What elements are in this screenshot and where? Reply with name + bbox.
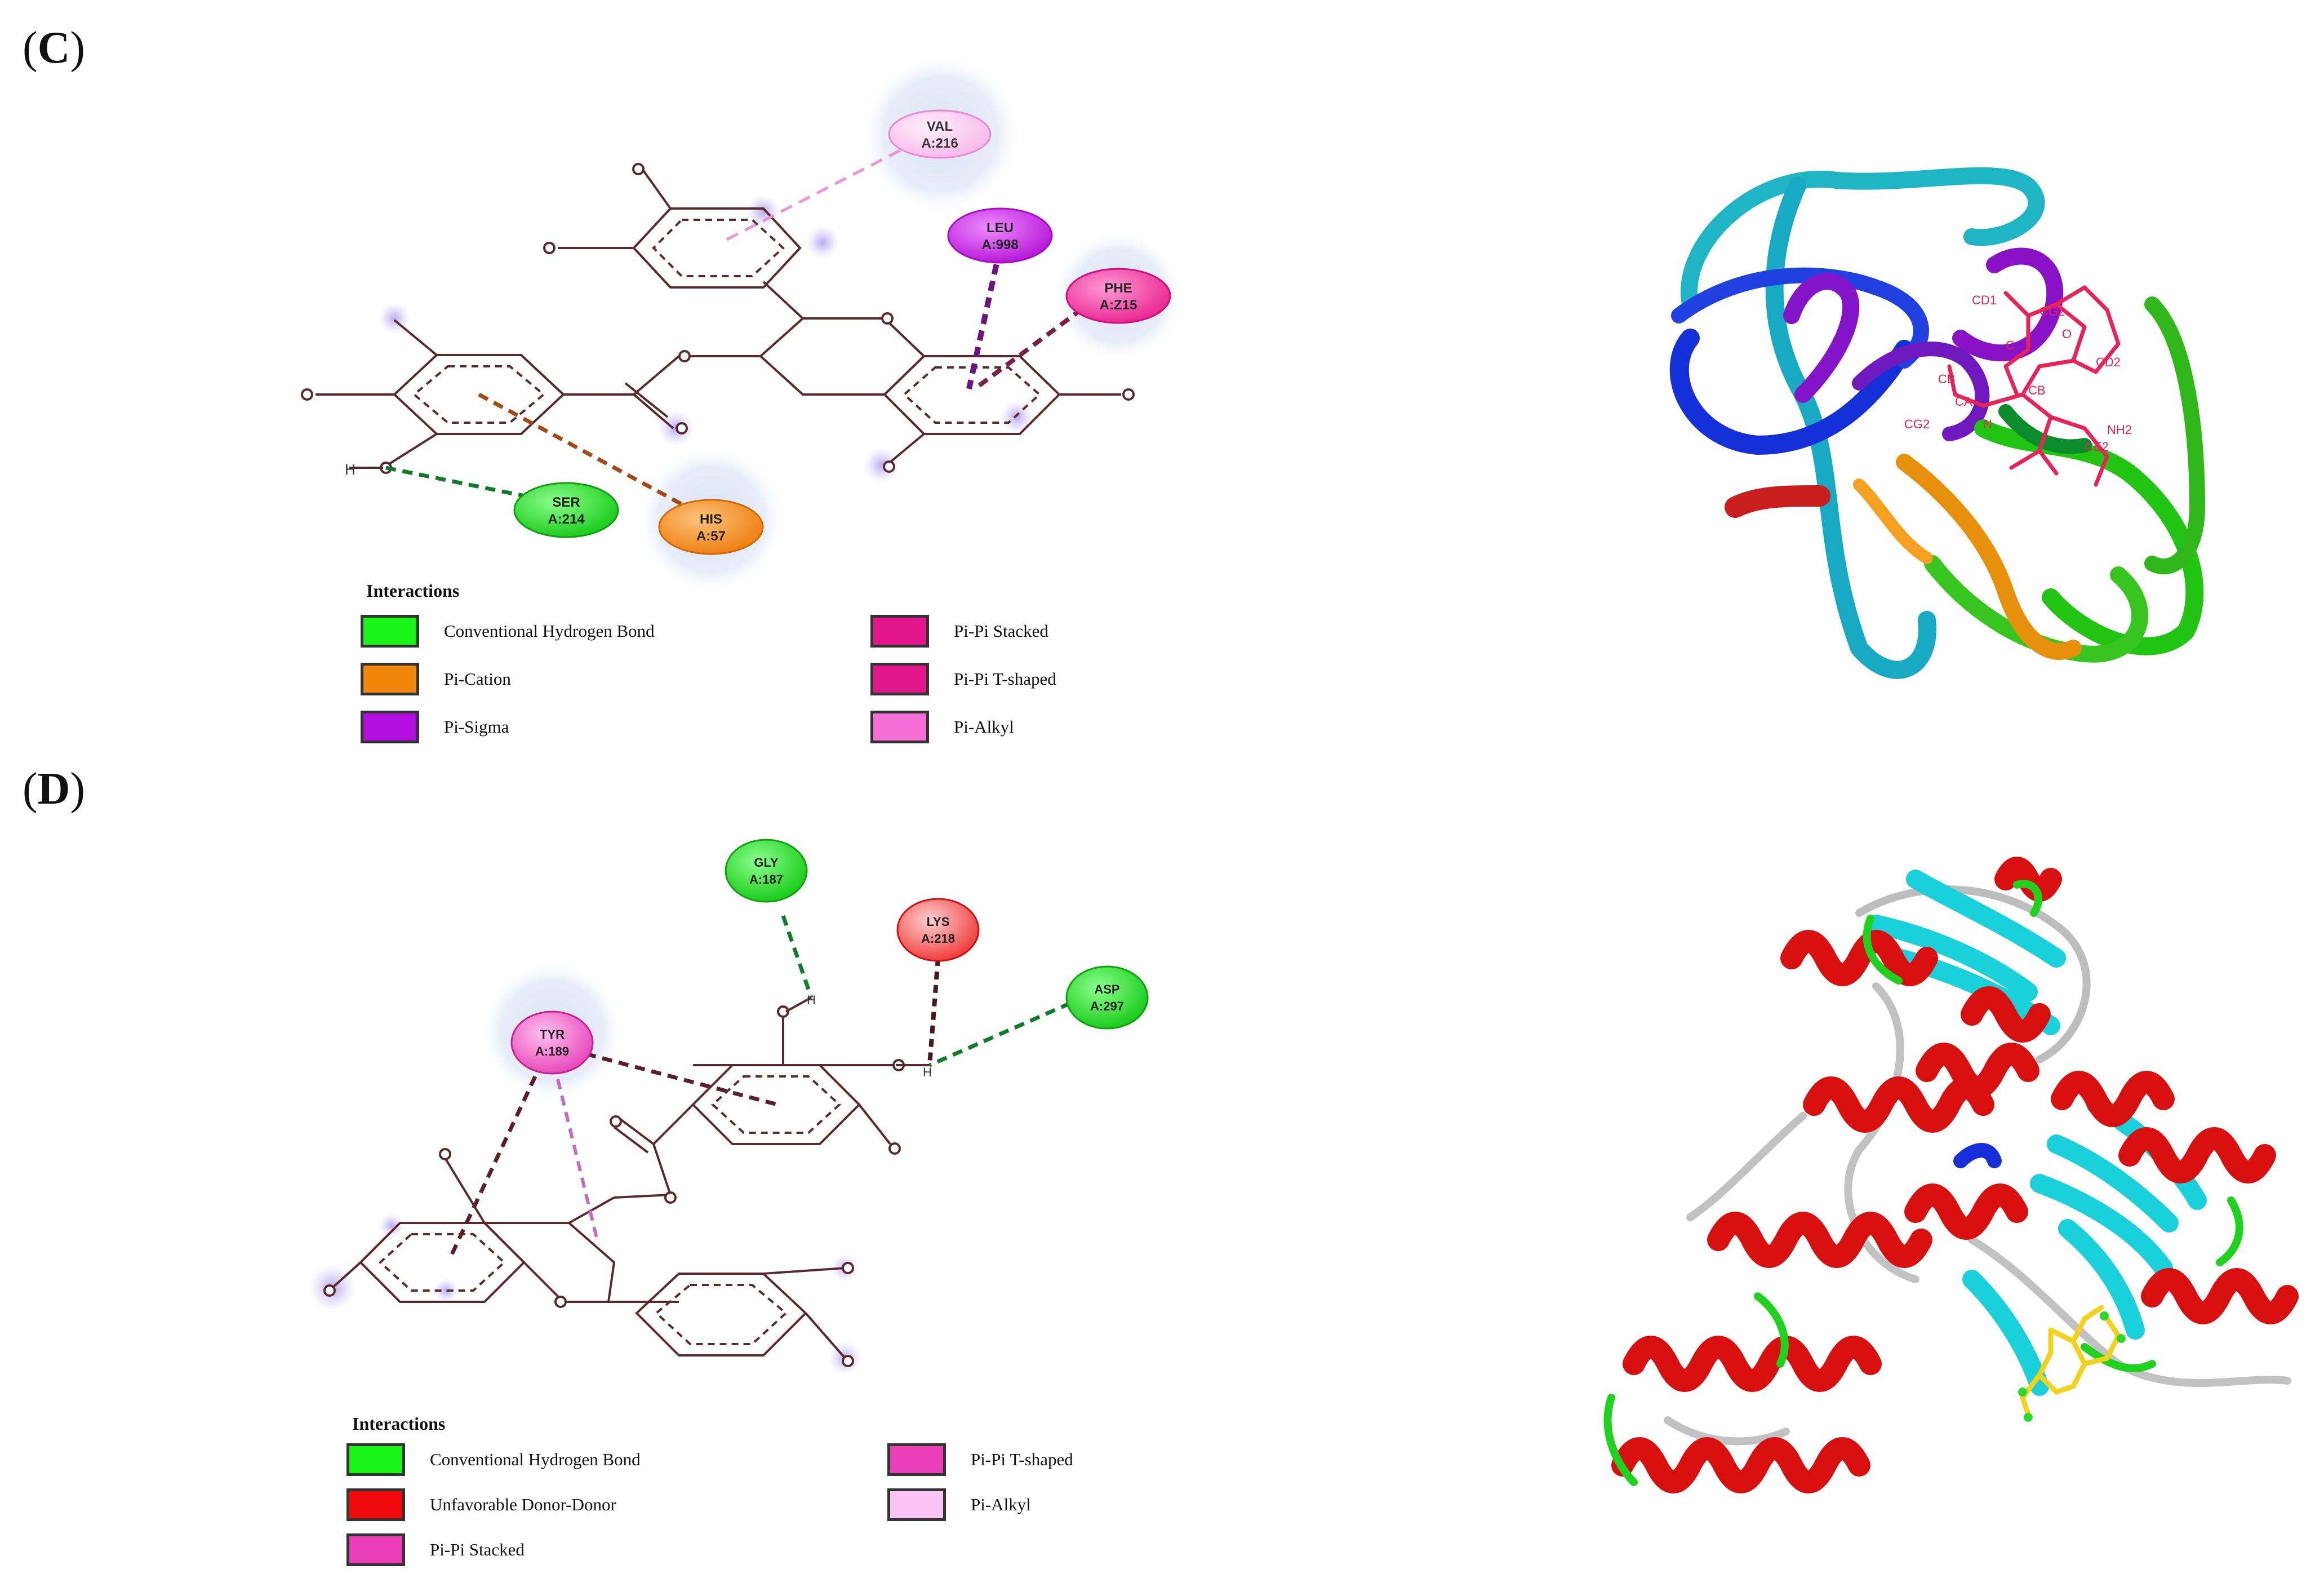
legend-label: Pi-Pi Stacked — [954, 621, 1048, 641]
svg-text:VAL: VAL — [927, 119, 953, 134]
legend-item: Pi-Alkyl — [887, 1485, 1031, 1524]
svg-text:PHE: PHE — [1104, 281, 1132, 296]
svg-text:SER: SER — [552, 495, 580, 510]
legend-swatch — [870, 711, 929, 743]
svg-text:NH2: NH2 — [2107, 423, 2132, 437]
svg-text:A:187: A:187 — [749, 872, 783, 886]
svg-text:A:218: A:218 — [921, 932, 955, 946]
atom-label-h: H — [345, 461, 356, 478]
svg-text:A:297: A:297 — [1090, 999, 1124, 1013]
svg-text:A:57: A:57 — [696, 529, 726, 544]
legend-item: Pi-Pi Stacked — [346, 1530, 525, 1570]
legend-label: Pi-Cation — [444, 669, 511, 689]
legend-swatch — [361, 663, 419, 695]
svg-text:N: N — [1983, 417, 1992, 431]
svg-text:CE2: CE2 — [2085, 440, 2109, 454]
svg-text:GLY: GLY — [754, 855, 779, 870]
legend-title-d: Interactions — [352, 1413, 446, 1434]
atom-label-h1: H — [807, 993, 816, 1007]
legend-label: Pi-Alkyl — [971, 1495, 1031, 1514]
svg-text:A:Z15: A:Z15 — [1100, 298, 1137, 313]
legend-item: Conventional Hydrogen Bond — [346, 1440, 641, 1479]
svg-text:ASP: ASP — [1094, 982, 1119, 996]
legend-label: Pi-Pi Stacked — [430, 1540, 525, 1559]
legend-title-c: Interactions — [366, 580, 460, 601]
residue-leu-998: LEU A:998 — [947, 207, 1053, 264]
legend-item: Pi-Pi T-shaped — [887, 1440, 1073, 1479]
residue-val-216: VAL A:216 — [888, 109, 992, 159]
residue-lys-218: LYS A:218 — [896, 898, 980, 962]
svg-text:CB: CB — [2028, 383, 2046, 397]
svg-text:A:998: A:998 — [981, 237, 1018, 252]
legend-item: Pi-Sigma — [361, 707, 509, 747]
legend-item: Conventional Hydrogen Bond — [361, 611, 655, 651]
svg-text:LYS: LYS — [927, 915, 950, 929]
svg-text:TYR: TYR — [540, 1027, 565, 1041]
legend-label: Pi-Alkyl — [954, 717, 1014, 737]
legend-swatch — [870, 663, 929, 695]
svg-text:O: O — [2062, 327, 2072, 341]
svg-text:CB: CB — [1938, 372, 1956, 386]
legend-label: Unfavorable Donor-Donor — [430, 1495, 616, 1514]
legend-swatch — [346, 1533, 405, 1566]
legend-swatch — [346, 1443, 405, 1476]
svg-text:CD2: CD2 — [2096, 355, 2121, 369]
panel-label-d: (D) — [23, 764, 86, 814]
svg-text:A:189: A:189 — [535, 1044, 569, 1058]
legend-label: Conventional Hydrogen Bond — [430, 1449, 641, 1469]
legend-swatch — [346, 1488, 405, 1521]
residue-gly-187: GLY A:187 — [725, 839, 808, 903]
legend-swatch — [887, 1443, 946, 1476]
legend-item: Pi-Alkyl — [870, 707, 1014, 747]
atom-label-h2: H — [923, 1065, 932, 1079]
svg-text:A:216: A:216 — [921, 136, 958, 151]
legend-label: Conventional Hydrogen Bond — [444, 621, 655, 641]
panel-label-c: (C) — [23, 23, 86, 73]
svg-text:CG2: CG2 — [1904, 417, 1930, 431]
residue-his-57: HIS A:57 — [658, 499, 764, 555]
residue-tyr-189: TYR A:189 — [510, 1010, 594, 1075]
svg-text:A:214: A:214 — [548, 512, 585, 527]
svg-text:LEU: LEU — [987, 220, 1014, 236]
svg-text:C: C — [2006, 338, 2015, 352]
legend-item: Pi-Cation — [361, 659, 511, 699]
svg-text:CA: CA — [1955, 394, 1972, 409]
legend-swatch — [361, 615, 419, 648]
svg-text:CD1: CD1 — [1972, 293, 1997, 307]
panel-d-2d-diagram — [309, 915, 1072, 1375]
residue-phe-z15: PHE A:Z15 — [1065, 268, 1171, 324]
legend-label: Pi-Pi T-shaped — [954, 669, 1056, 689]
residue-ser-214: SER A:214 — [513, 482, 619, 538]
svg-text:HIS: HIS — [700, 512, 722, 527]
legend-label: Pi-Pi T-shaped — [971, 1449, 1073, 1469]
legend-item: Unfavorable Donor-Donor — [346, 1485, 616, 1524]
panel-d-3d-structure — [1603, 857, 2299, 1493]
legend-swatch — [870, 615, 929, 648]
svg-text:CG2: CG2 — [2039, 304, 2065, 318]
residue-asp-297: ASP A:297 — [1065, 965, 1149, 1030]
legend-swatch — [887, 1488, 946, 1521]
legend-item: Pi-Pi Stacked — [870, 611, 1048, 651]
legend-label: Pi-Sigma — [444, 717, 509, 737]
legend-item: Pi-Pi T-shaped — [870, 659, 1056, 699]
legend-swatch — [361, 711, 419, 743]
